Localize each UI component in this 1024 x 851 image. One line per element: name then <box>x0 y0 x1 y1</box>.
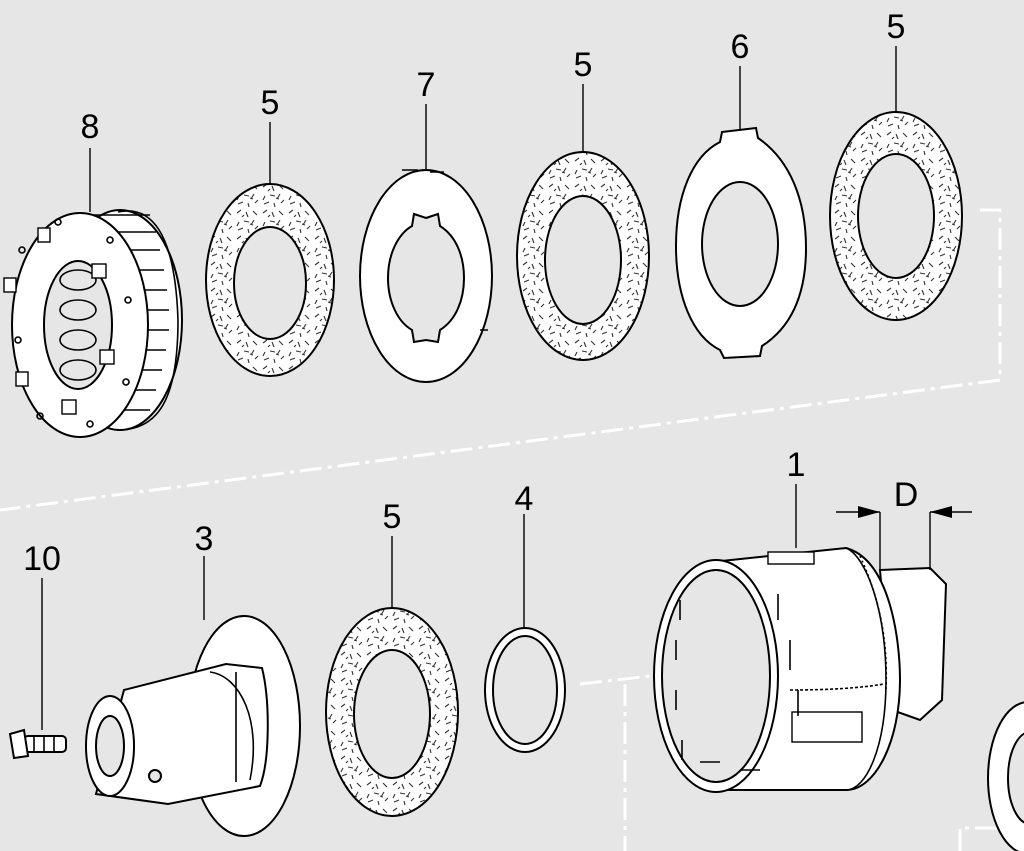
label-part-4: 4 <box>515 480 534 518</box>
dimension-arrow-left <box>858 506 880 518</box>
dimension-label-d: D <box>894 476 919 514</box>
label-part-8: 8 <box>81 108 100 146</box>
label-part-5-b: 5 <box>574 46 593 84</box>
label-part-3: 3 <box>195 520 214 558</box>
partial-flange-right-edge <box>987 701 1024 851</box>
part-10-bolt <box>8 728 67 760</box>
part-7-steel-plate <box>359 169 493 383</box>
label-part-5-c: 5 <box>887 8 906 46</box>
part-3-hub <box>85 615 301 837</box>
label-part-5-a: 5 <box>261 84 280 122</box>
label-part-6: 6 <box>731 28 750 66</box>
part-6-intermediate-plate <box>674 126 808 360</box>
part-5-friction-disc-d <box>325 607 459 817</box>
dimension-d: D <box>836 476 972 570</box>
assembly-path-line-bottom-right <box>958 826 1024 851</box>
part-1-housing <box>653 546 948 793</box>
part-8-pressure-plate-assembly <box>3 209 183 438</box>
dimension-arrow-right <box>930 506 952 518</box>
label-part-10: 10 <box>23 540 61 578</box>
part-5-friction-disc-c <box>829 111 963 321</box>
part-5-friction-disc-b <box>516 151 650 361</box>
label-part-1: 1 <box>787 446 806 484</box>
assembly-path-line-upper <box>0 208 1002 512</box>
leader-lines <box>41 46 897 730</box>
part-5-friction-disc-a <box>205 183 335 377</box>
part-4-ring <box>484 627 566 753</box>
label-part-5-d: 5 <box>383 498 402 536</box>
label-part-7: 7 <box>417 66 436 104</box>
